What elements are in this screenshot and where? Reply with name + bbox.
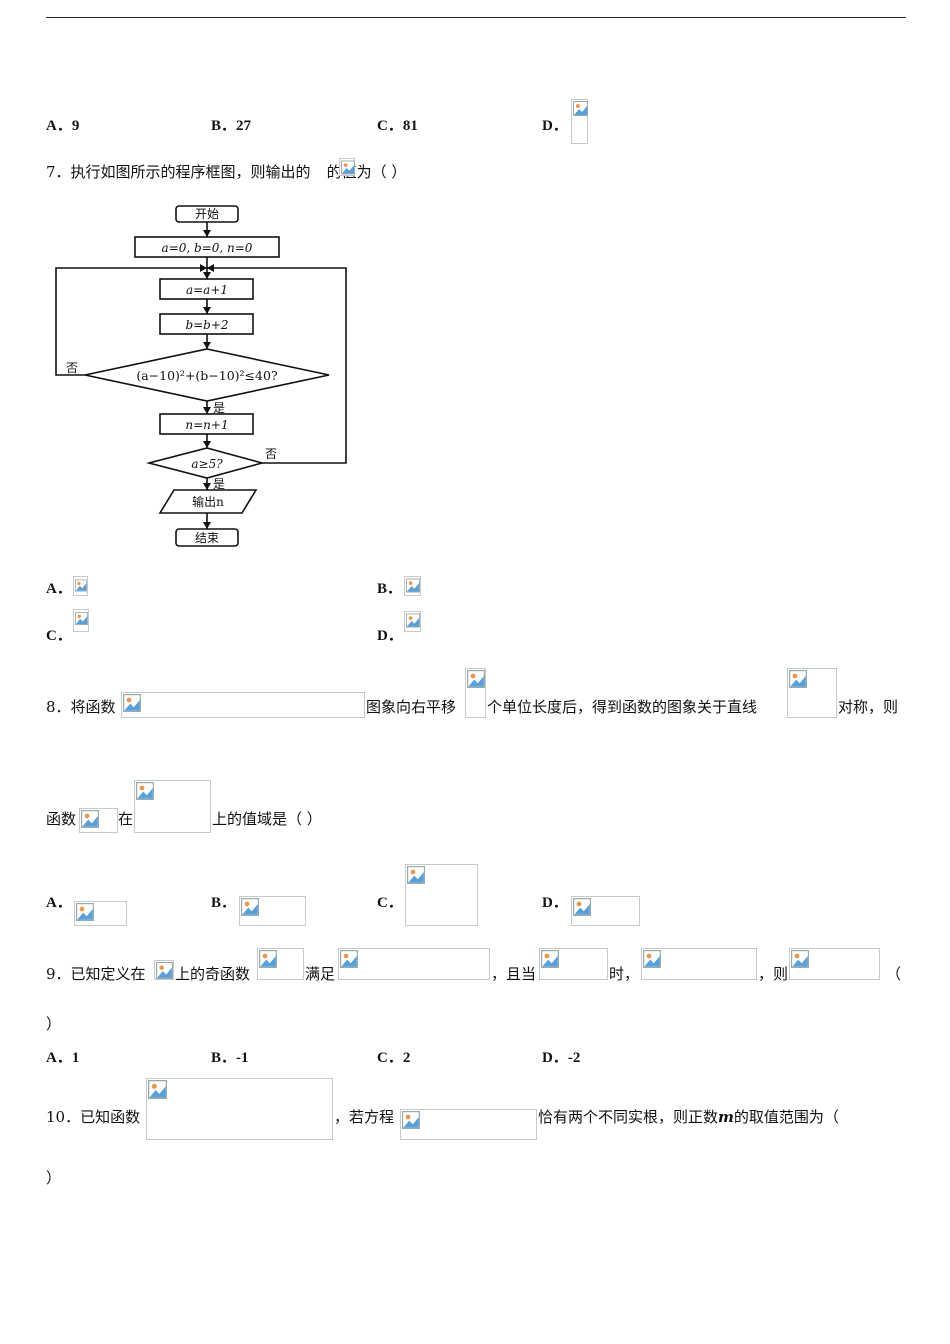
q8-interval-image [134, 780, 211, 833]
flow-output-text: 输出n [192, 494, 224, 509]
q9-interval-image [539, 948, 608, 980]
q8-option-a: A． [46, 895, 72, 911]
flow-output-box [158, 489, 258, 514]
q8-line1-d: 对称，则 [838, 698, 899, 716]
q7-inline-image [339, 158, 355, 176]
flow-step1-text: a=a+1 [186, 283, 228, 297]
q8-line1-a: 8．将函数 [46, 698, 116, 716]
flow-cond1-text: (a−10)²+(b−10)²≤40? [136, 368, 278, 383]
q6-option-d: D． [542, 118, 568, 134]
q9-part-4: ，且当 [491, 965, 537, 983]
broken-image-icon [791, 950, 809, 968]
broken-image-icon [259, 950, 277, 968]
q9-expression-image [641, 948, 757, 980]
q8-shift-image [465, 668, 486, 718]
flow-step3-text: n=n+1 [185, 418, 228, 432]
flow-no-label-2: 否 [265, 447, 277, 461]
broken-image-icon [340, 950, 358, 968]
q9-result-image [789, 948, 880, 980]
q8-line2-a: 函数 [46, 810, 77, 828]
broken-image-icon [75, 611, 90, 626]
broken-image-icon [156, 962, 173, 979]
broken-image-icon [573, 101, 588, 116]
broken-image-icon [123, 694, 141, 712]
q10-part-5: ） [46, 1169, 62, 1187]
q9-part-8: ） [46, 1015, 62, 1033]
q8-option-b-image [239, 896, 306, 926]
broken-image-icon [407, 866, 425, 884]
q7-option-a: A． [46, 581, 72, 597]
q8-option-c-image [405, 864, 478, 926]
broken-image-icon [241, 898, 259, 916]
q9-part-5: 时， [609, 965, 640, 983]
broken-image-icon [789, 670, 807, 688]
q9-condition-image [338, 948, 490, 980]
q10-equation-image [400, 1109, 537, 1140]
broken-image-icon [406, 578, 421, 593]
q8-line2-c: 上的值域是（ ） [212, 810, 322, 828]
flow-init-text: a=0, b=0, n=0 [162, 241, 253, 255]
q10-part-2: ，若方程 [334, 1108, 395, 1126]
q9-part-6: ，则 [758, 965, 789, 983]
q9-part-2: 上的奇函数 [175, 965, 251, 983]
q6-option-b: B．27 [211, 118, 252, 134]
broken-image-icon [75, 578, 90, 593]
q8-line1-b: 图象向右平移 [366, 698, 457, 716]
flow-start-text: 开始 [195, 207, 219, 221]
q9-option-b: B．-1 [211, 1050, 249, 1066]
q10-part-1: 10．已知函数 [46, 1108, 141, 1126]
broken-image-icon [402, 1111, 420, 1129]
q8-option-d: D． [542, 895, 568, 911]
q8-option-d-image [571, 896, 640, 926]
broken-image-icon [136, 782, 154, 800]
q6-option-d-image [571, 99, 588, 144]
q8-line1-c: 个单位长度后，得到函数的图象关于直线 [487, 698, 758, 716]
q9-domain-image [154, 960, 174, 980]
q7-option-c: C． [46, 628, 72, 644]
flow-yes-label-2: 是 [213, 477, 225, 491]
q7-option-d-image [404, 611, 421, 632]
q9-option-d: D．-2 [542, 1050, 581, 1066]
q10-part-3: 恰有两个不同实根，则正数m的取值范围为（ [538, 1108, 839, 1126]
header-rule [46, 17, 906, 18]
q9-func-image [257, 948, 304, 980]
q7-option-b-image [404, 576, 421, 596]
flow-cond2-text: a≥5? [191, 457, 223, 471]
q8-option-a-image [74, 901, 127, 926]
q8-line-image [787, 668, 837, 718]
q8-function-image [121, 692, 365, 718]
q7-option-b: B． [377, 581, 403, 597]
q9-part-3: 满足 [305, 965, 336, 983]
broken-image-icon [541, 950, 559, 968]
q8-func-g-image [79, 808, 118, 833]
q7-option-a-image [73, 576, 88, 596]
broken-image-icon [643, 950, 661, 968]
flow-end-text: 结束 [195, 531, 219, 545]
q6-option-a: A．9 [46, 118, 80, 134]
broken-image-icon [81, 810, 99, 828]
broken-image-icon [148, 1080, 167, 1099]
q8-option-c: C． [377, 895, 403, 911]
q9-part-7: （ [886, 965, 902, 983]
q6-option-c: C．81 [377, 118, 418, 134]
broken-image-icon [573, 898, 591, 916]
flow-yes-label-1: 是 [213, 401, 225, 415]
broken-image-icon [406, 613, 421, 628]
broken-image-icon [341, 160, 356, 175]
flowchart: 开始 a=0, b=0, n=0 a=a+1 b=b+2 (a−10)²+(b−… [55, 205, 347, 547]
flow-step2-text: b=b+2 [185, 318, 228, 332]
q7-option-c-image [73, 609, 89, 632]
broken-image-icon [467, 670, 485, 688]
q8-option-b: B． [211, 895, 237, 911]
q10-function-image [146, 1078, 333, 1140]
q9-option-a: A．1 [46, 1050, 80, 1066]
flow-no-label-1: 否 [66, 361, 78, 375]
q7-option-d: D． [377, 628, 403, 644]
q8-line2-b: 在 [118, 810, 134, 828]
q9-option-c: C．2 [377, 1050, 411, 1066]
broken-image-icon [76, 903, 94, 921]
q9-part-1: 9．已知定义在 [46, 965, 146, 983]
